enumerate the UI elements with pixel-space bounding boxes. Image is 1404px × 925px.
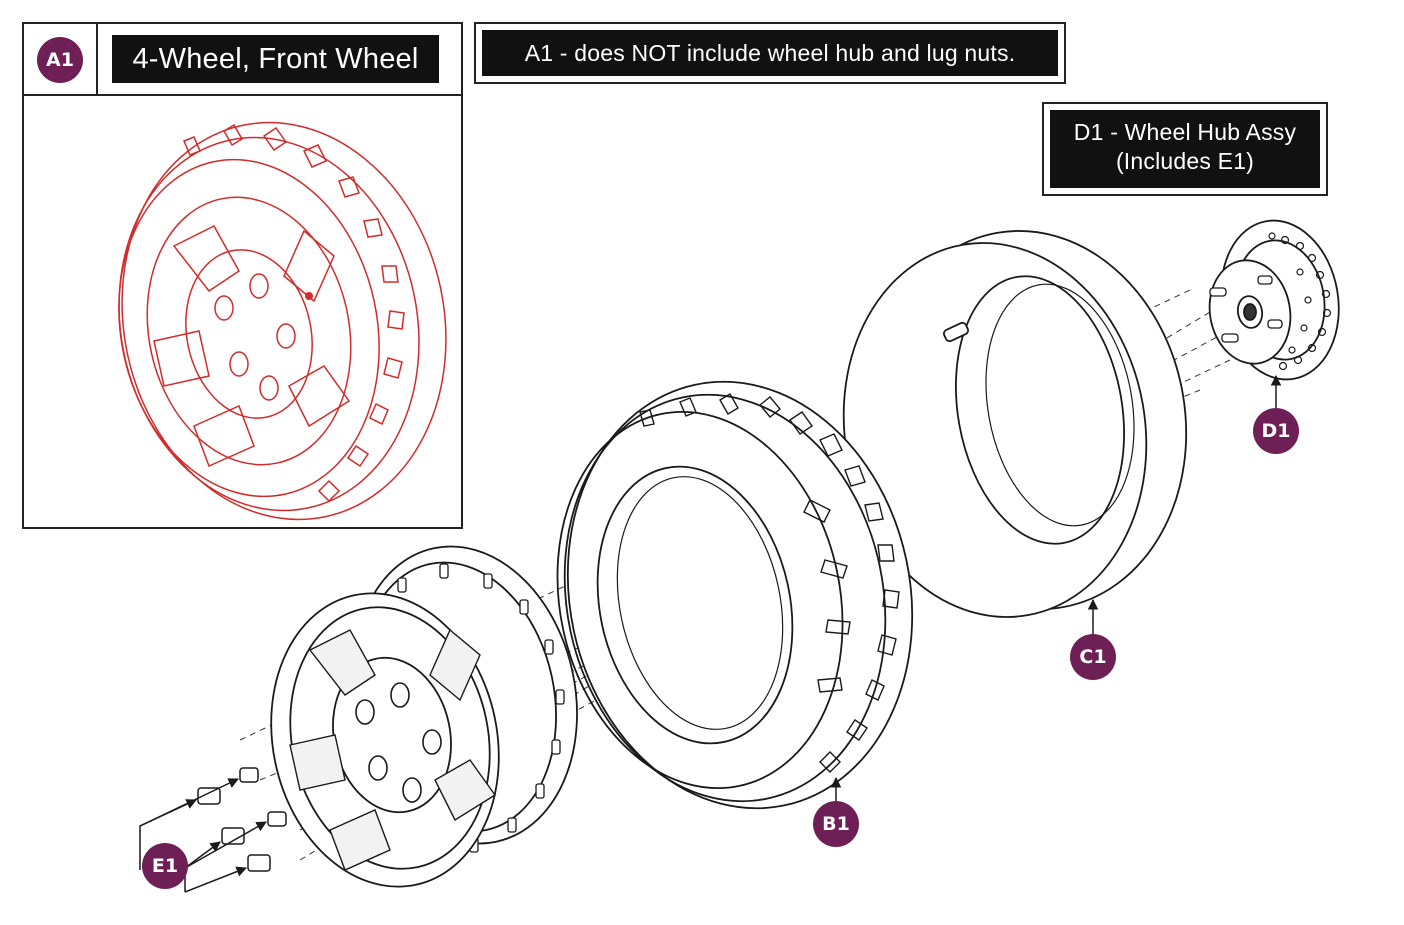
callout-badge-c1: C1 [1070,634,1116,680]
callout-badge-d1: D1 [1253,408,1299,454]
inset-title: 4-Wheel, Front Wheel [112,35,439,83]
inset-panel: A1 4-Wheel, Front Wheel [22,22,463,529]
callout-leaders [830,374,1282,802]
inset-divider [96,24,98,96]
d1-note-box: D1 - Wheel Hub Assy (Includes E1) [1042,102,1328,196]
red-wheel-illustration [118,121,447,521]
a1-note-box: A1 - does NOT include wheel hub and lug … [474,22,1066,84]
d1-note-line2: (Includes E1) [1115,148,1255,174]
callout-badge-a1: A1 [37,37,83,83]
callout-badge-e1: E1 [142,843,188,889]
d1-note: D1 - Wheel Hub Assy (Includes E1) [1050,110,1320,188]
wheel-hub-drawing [1208,219,1340,381]
rim-front-drawing [270,592,500,888]
tire-insert-drawing [842,230,1188,618]
tire-drawing [556,380,914,810]
inset-header: A1 4-Wheel, Front Wheel [24,24,461,96]
callout-badge-b1: B1 [813,801,859,847]
d1-note-line1: D1 - Wheel Hub Assy [1073,119,1297,145]
a1-note-text: A1 - does NOT include wheel hub and lug … [482,30,1058,76]
